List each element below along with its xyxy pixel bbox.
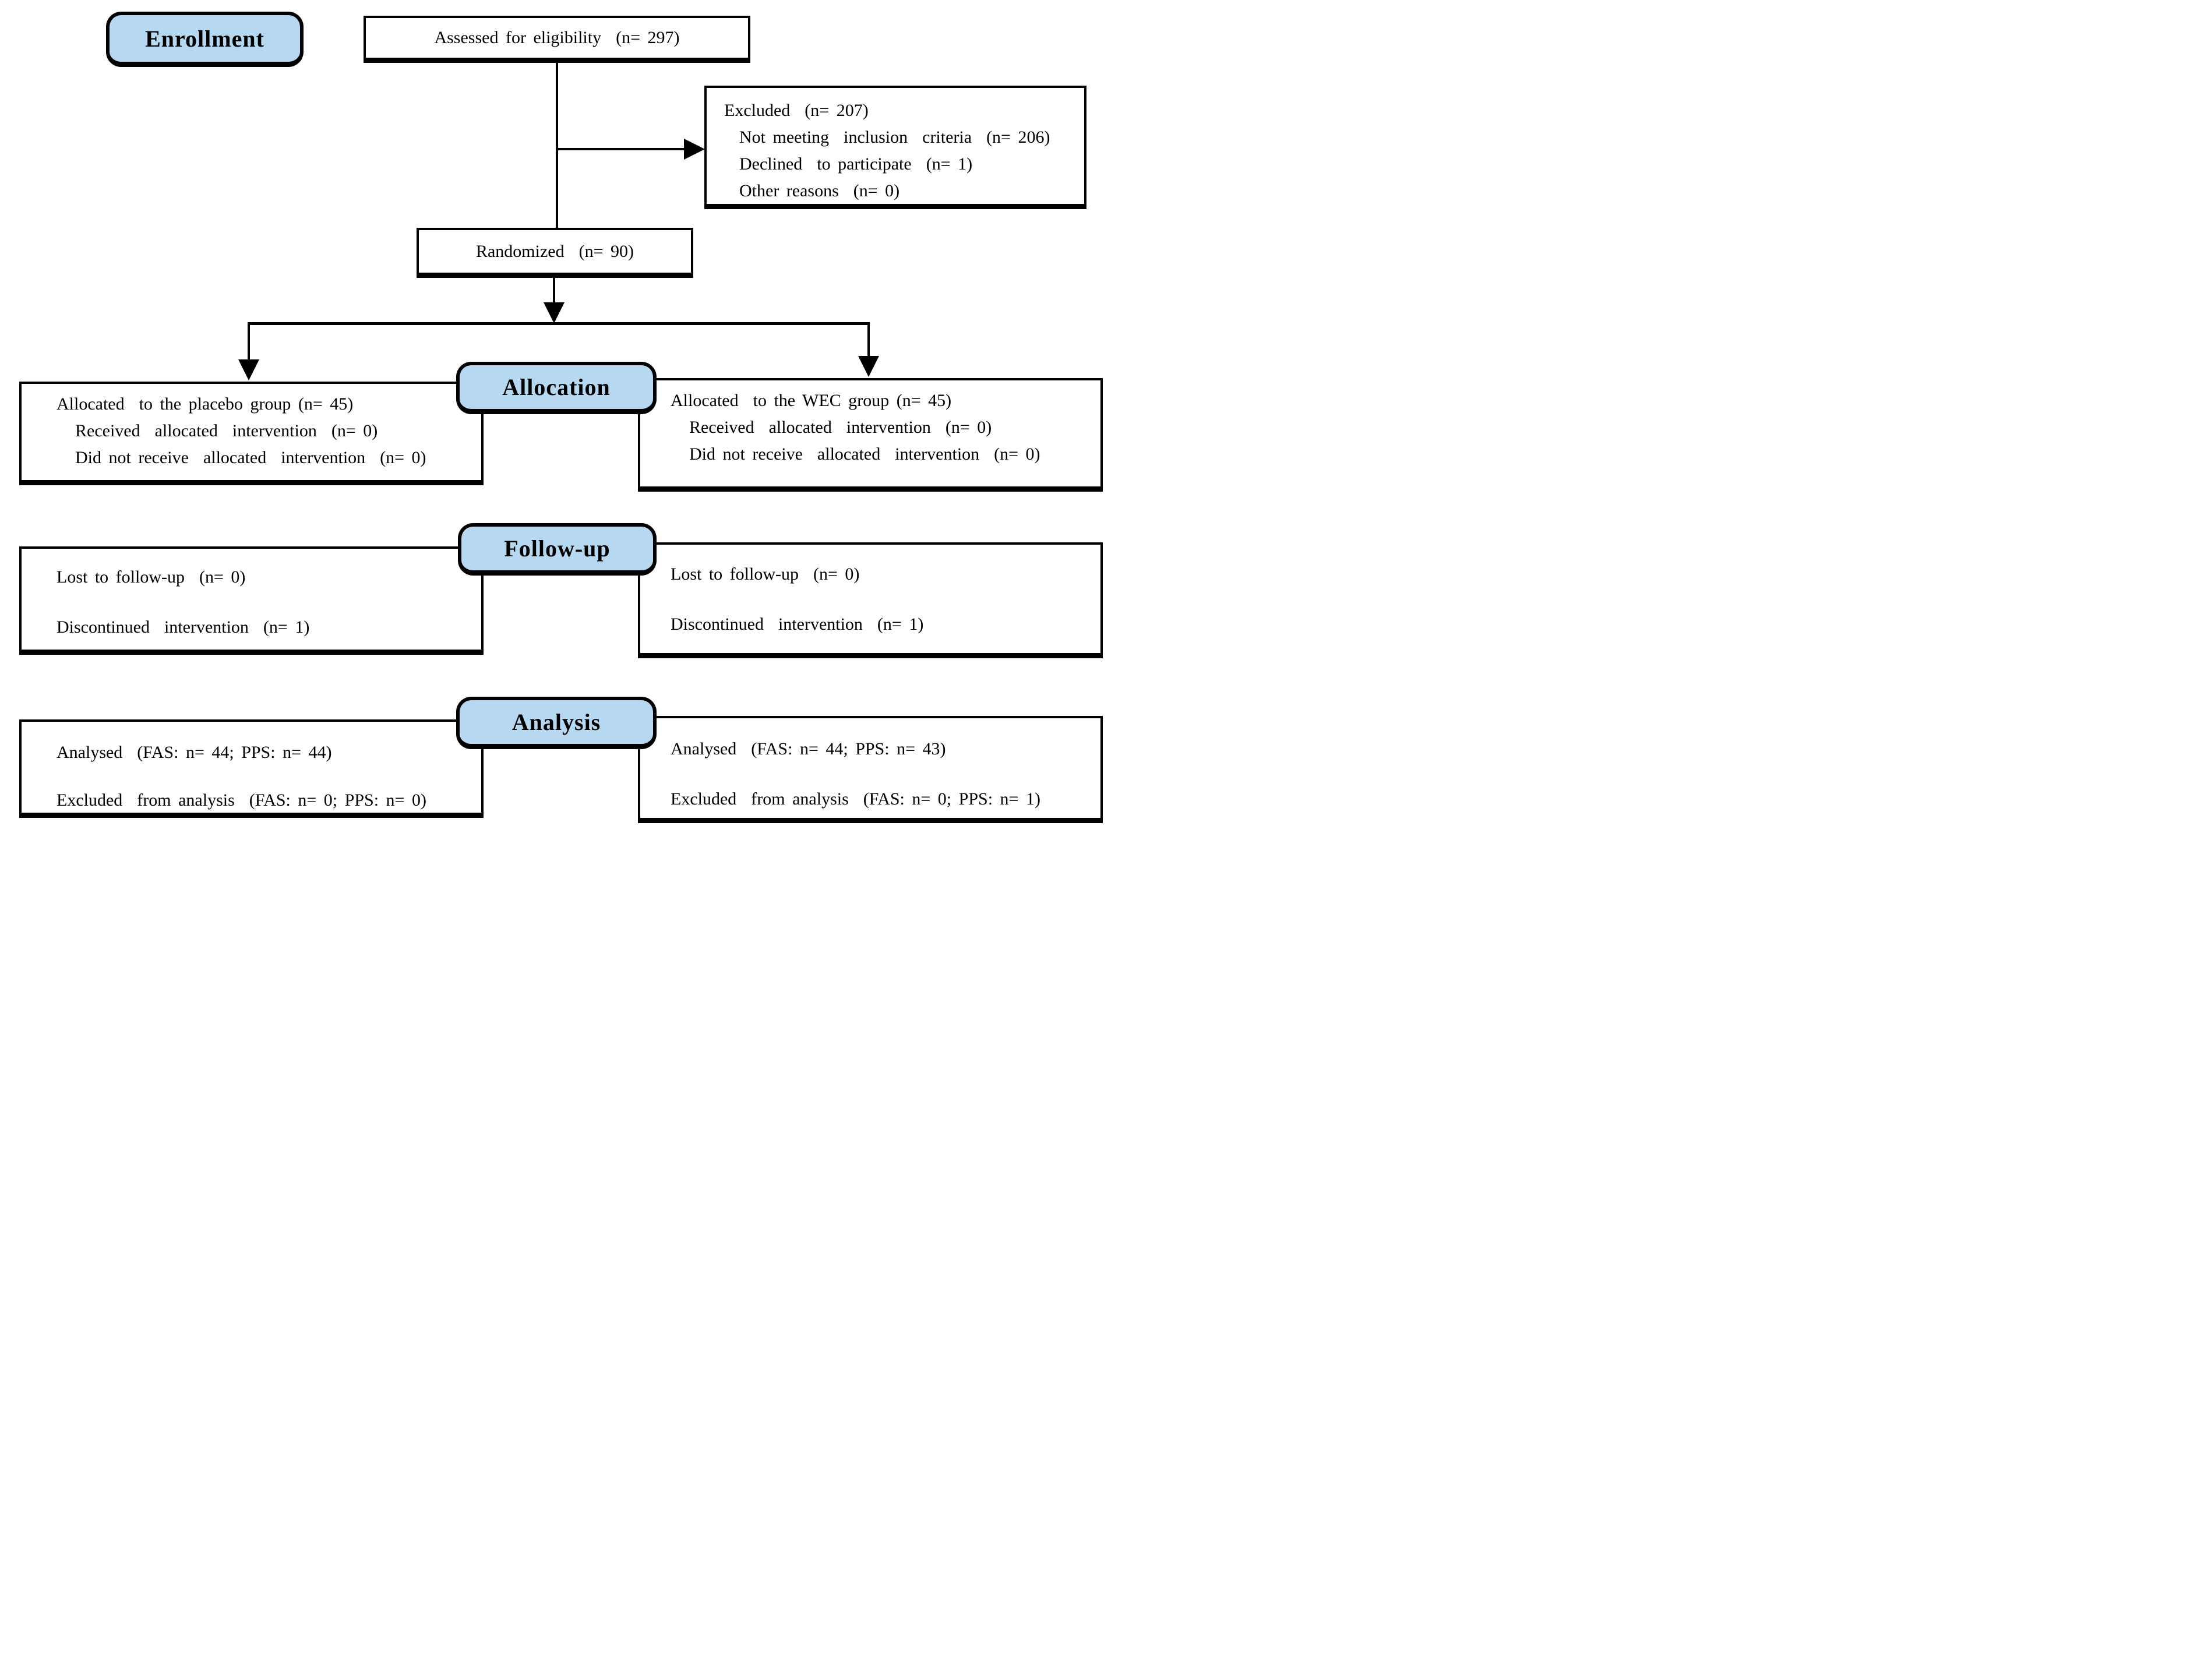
excluded-title: Excluded (n= 207) [724,101,869,120]
allocation-left-item: Received allocated intervention (n= 0) [75,421,378,440]
box-randomized: Randomized (n= 90) [417,228,693,278]
stage-enrollment-label: Enrollment [145,25,264,52]
stage-analysis: Analysis [456,697,657,749]
allocation-left-title: Allocated to the placebo group (n= 45) [57,394,354,414]
stage-allocation: Allocation [456,362,657,414]
stage-analysis-label: Analysis [511,709,601,735]
box-allocation-right: Allocated to the WEC group (n= 45) Recei… [638,378,1103,492]
connector-assessed-randomized [556,63,558,228]
box-allocation-left: Allocated to the placebo group (n= 45) R… [19,382,484,485]
connector-branch-left [248,322,250,363]
arrowhead-allocation-left [238,359,259,380]
stage-enrollment: Enrollment [106,12,304,67]
consort-flow-diagram: Enrollment Assessed for eligibility (n= … [0,0,1106,831]
arrowhead-excluded [684,139,705,160]
allocation-right-title: Allocated to the WEC group (n= 45) [671,391,952,410]
box-followup-right: Lost to follow-up (n= 0) Discontinued in… [638,542,1103,658]
connector-branch-right [867,322,870,358]
followup-right-item: Discontinued intervention (n= 1) [671,615,924,634]
stage-followup: Follow-up [458,523,657,576]
analysis-left-item: Analysed (FAS: n= 44; PPS: n= 44) [57,743,332,762]
box-analysis-left: Analysed (FAS: n= 44; PPS: n= 44) Exclud… [19,719,484,818]
connector-to-excluded [556,148,685,150]
box-assessed: Assessed for eligibility (n= 297) [364,16,750,63]
allocation-left-item: Did not receive allocated intervention (… [75,448,426,467]
arrowhead-split [544,302,565,323]
analysis-right-item: Analysed (FAS: n= 44; PPS: n= 43) [671,739,946,758]
arrowhead-allocation-right [858,356,879,377]
analysis-right-item: Excluded from analysis (FAS: n= 0; PPS: … [671,789,1040,809]
analysis-left-item: Excluded from analysis (FAS: n= 0; PPS: … [57,791,426,810]
stage-allocation-label: Allocation [502,374,611,400]
excluded-item: Declined to participate (n= 1) [739,154,973,174]
branch-line [248,322,870,325]
box-analysis-right: Analysed (FAS: n= 44; PPS: n= 43) Exclud… [638,716,1103,823]
stage-followup-label: Follow-up [504,535,611,562]
followup-left-item: Discontinued intervention (n= 1) [57,617,310,637]
connector-randomized-split [553,278,555,305]
assessed-text: Assessed for eligibility (n= 297) [434,28,680,47]
allocation-right-item: Received allocated intervention (n= 0) [689,418,992,437]
randomized-text: Randomized (n= 90) [475,241,634,261]
box-excluded: Excluded (n= 207) Not meeting inclusion … [704,86,1086,209]
followup-left-item: Lost to follow-up (n= 0) [57,567,246,587]
excluded-item: Not meeting inclusion criteria (n= 206) [739,128,1050,147]
allocation-right-item: Did not receive allocated intervention (… [689,444,1040,464]
followup-right-item: Lost to follow-up (n= 0) [671,564,860,584]
excluded-item: Other reasons (n= 0) [739,181,900,200]
box-followup-left: Lost to follow-up (n= 0) Discontinued in… [19,546,484,655]
